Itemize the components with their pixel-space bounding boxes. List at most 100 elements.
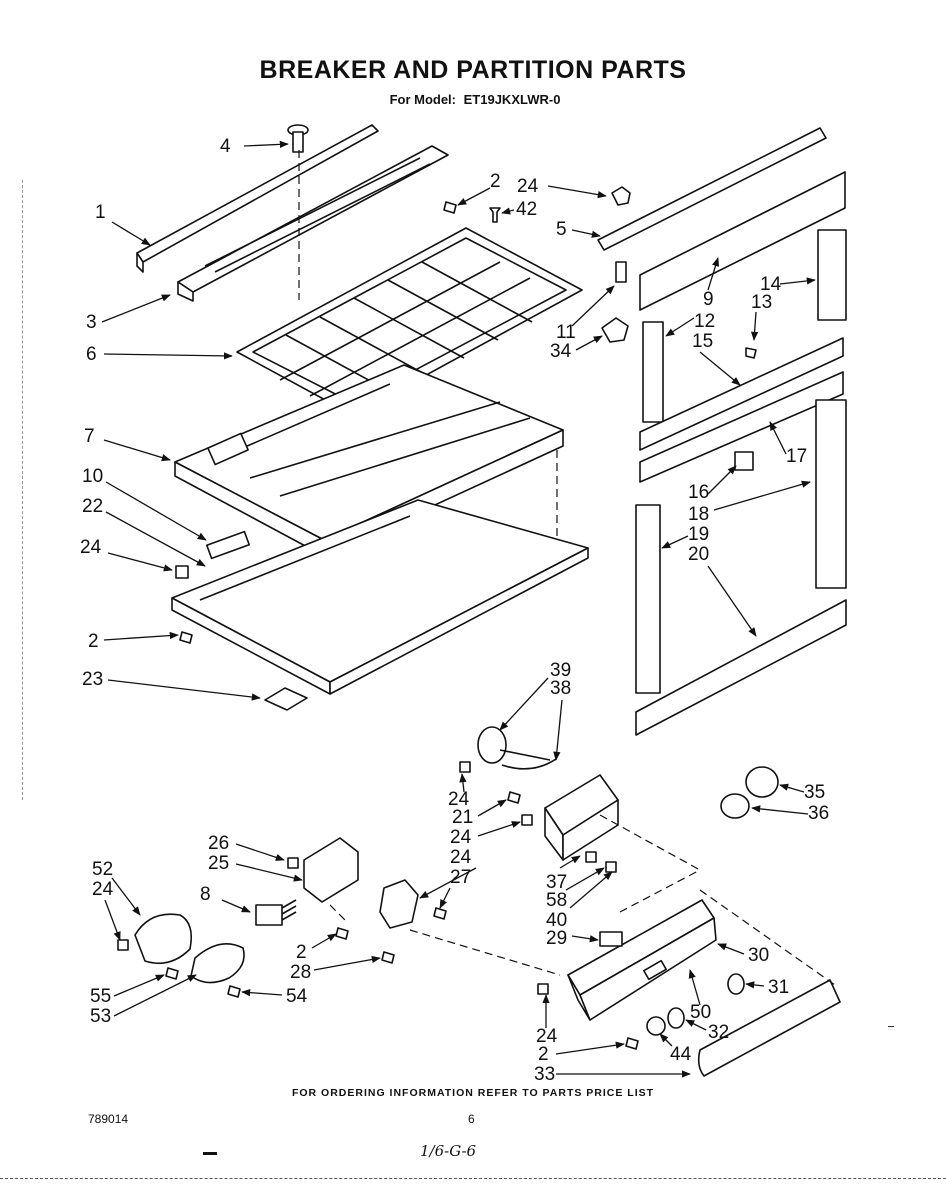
callout-2: 2 <box>457 171 501 206</box>
callout-label: 2 <box>490 171 501 192</box>
callout-label: 9 <box>703 289 714 310</box>
screw-part-2-left <box>179 631 193 644</box>
bracket-part-23 <box>264 687 308 711</box>
nut-part-24-d <box>117 939 129 951</box>
callout-26: 26 <box>208 833 285 861</box>
callout-4: 4 <box>220 136 289 157</box>
callout-33: 33 <box>534 1064 691 1085</box>
callout-label: 17 <box>786 446 807 467</box>
page-number: 6 <box>468 1112 475 1126</box>
callout-22: 22 <box>82 496 206 567</box>
screw-part-55 <box>165 967 179 980</box>
callout-leader <box>661 535 689 549</box>
callout-3: 3 <box>86 294 171 333</box>
callout-35: 35 <box>779 782 825 803</box>
foam-block-part-14 <box>817 229 847 321</box>
callout-leader <box>779 783 805 793</box>
control-panel-part-30 <box>567 899 717 1021</box>
nut-part-24-c <box>287 857 299 869</box>
callout-label: 7 <box>84 426 95 447</box>
screw-part-2-top <box>443 201 457 214</box>
callout-label: 37 <box>546 872 567 893</box>
callout-12: 12 <box>665 311 715 337</box>
callout-leader <box>105 481 207 541</box>
callout-label: 54 <box>286 986 308 1007</box>
foam-strip-part-12 <box>642 321 664 423</box>
knob-part-32 <box>667 1007 685 1029</box>
light-socket-part-39 <box>477 726 551 764</box>
callout-leader <box>107 679 261 701</box>
callout-leader <box>499 677 549 731</box>
callout-8: 8 <box>200 884 251 913</box>
callout-29: 29 <box>546 928 599 949</box>
callout-leader <box>113 974 197 1017</box>
callout-leader <box>459 773 467 793</box>
switch-part-16 <box>734 451 754 471</box>
screw-part-2-mid <box>335 927 349 940</box>
page-title: BREAKER AND PARTITION PARTS <box>259 56 687 84</box>
callout-1: 1 <box>95 202 151 246</box>
cover-part-53 <box>190 942 245 984</box>
callout-24: 24 <box>450 821 521 848</box>
callout-leader <box>111 221 151 246</box>
callout-label: 24 <box>536 1026 558 1047</box>
callout-leader <box>565 867 605 891</box>
callout-leader <box>707 565 757 637</box>
callout-leader <box>665 317 695 337</box>
callout-16: 16 <box>688 465 737 503</box>
callout-leader <box>707 257 720 291</box>
wire-part-38 <box>501 758 557 770</box>
switch-part-26 <box>379 879 419 929</box>
callout-leader <box>477 799 507 817</box>
callout-label: 40 <box>546 910 567 931</box>
callout-24: 24 <box>448 773 470 810</box>
callout-leader <box>769 421 787 455</box>
callout-label: 21 <box>452 807 473 828</box>
callout-34: 34 <box>550 335 603 362</box>
screw-part-11 <box>615 261 627 283</box>
foam-part-18 <box>815 399 847 589</box>
model-subtitle: For Model: ET19JKXLWR-0 <box>0 92 946 107</box>
trim-part-33 <box>697 979 841 1077</box>
callout-label: 10 <box>82 466 103 487</box>
callout-leader <box>457 187 491 206</box>
mullion-cover-part-9 <box>639 171 846 311</box>
callout-52: 52 <box>92 859 141 916</box>
bracket-part-25 <box>303 837 359 903</box>
callout-18: 18 <box>688 480 811 525</box>
callout-11: 11 <box>556 285 615 343</box>
callout-leader <box>104 899 121 941</box>
scan-margin-line <box>22 180 23 800</box>
callout-label: 16 <box>688 482 709 503</box>
callout-leader <box>103 352 233 360</box>
callout-label: 4 <box>220 136 231 157</box>
connector-part-8 <box>255 899 297 926</box>
callout-leader <box>547 185 607 199</box>
callout-label: 24 <box>517 176 539 197</box>
callout-leader <box>779 277 816 285</box>
nut-part-24-b <box>521 814 533 826</box>
callout-17: 17 <box>769 421 807 467</box>
callout-leader <box>688 969 701 1006</box>
callout-leader <box>571 935 599 943</box>
callout-leader <box>745 981 765 989</box>
callout-leader <box>717 943 745 955</box>
callout-39: 39 <box>499 660 571 731</box>
breaker-grille-part-6 <box>236 227 583 416</box>
pin-part-58 <box>605 861 617 873</box>
callout-label: 29 <box>546 928 567 949</box>
callout-leader <box>571 229 601 238</box>
callout-20: 20 <box>688 544 757 637</box>
callout-label: 50 <box>690 1002 711 1023</box>
callout-28: 28 <box>290 955 381 983</box>
callout-25: 25 <box>208 853 303 882</box>
trim-part-20 <box>635 599 847 736</box>
callout-leader <box>241 988 283 997</box>
callout-54: 54 <box>241 986 308 1007</box>
partition-tray <box>171 499 589 695</box>
callout-42: 42 <box>501 199 537 220</box>
callout-24: 24 <box>80 537 173 572</box>
callout-leader <box>111 877 141 916</box>
callout-leader <box>751 805 809 815</box>
